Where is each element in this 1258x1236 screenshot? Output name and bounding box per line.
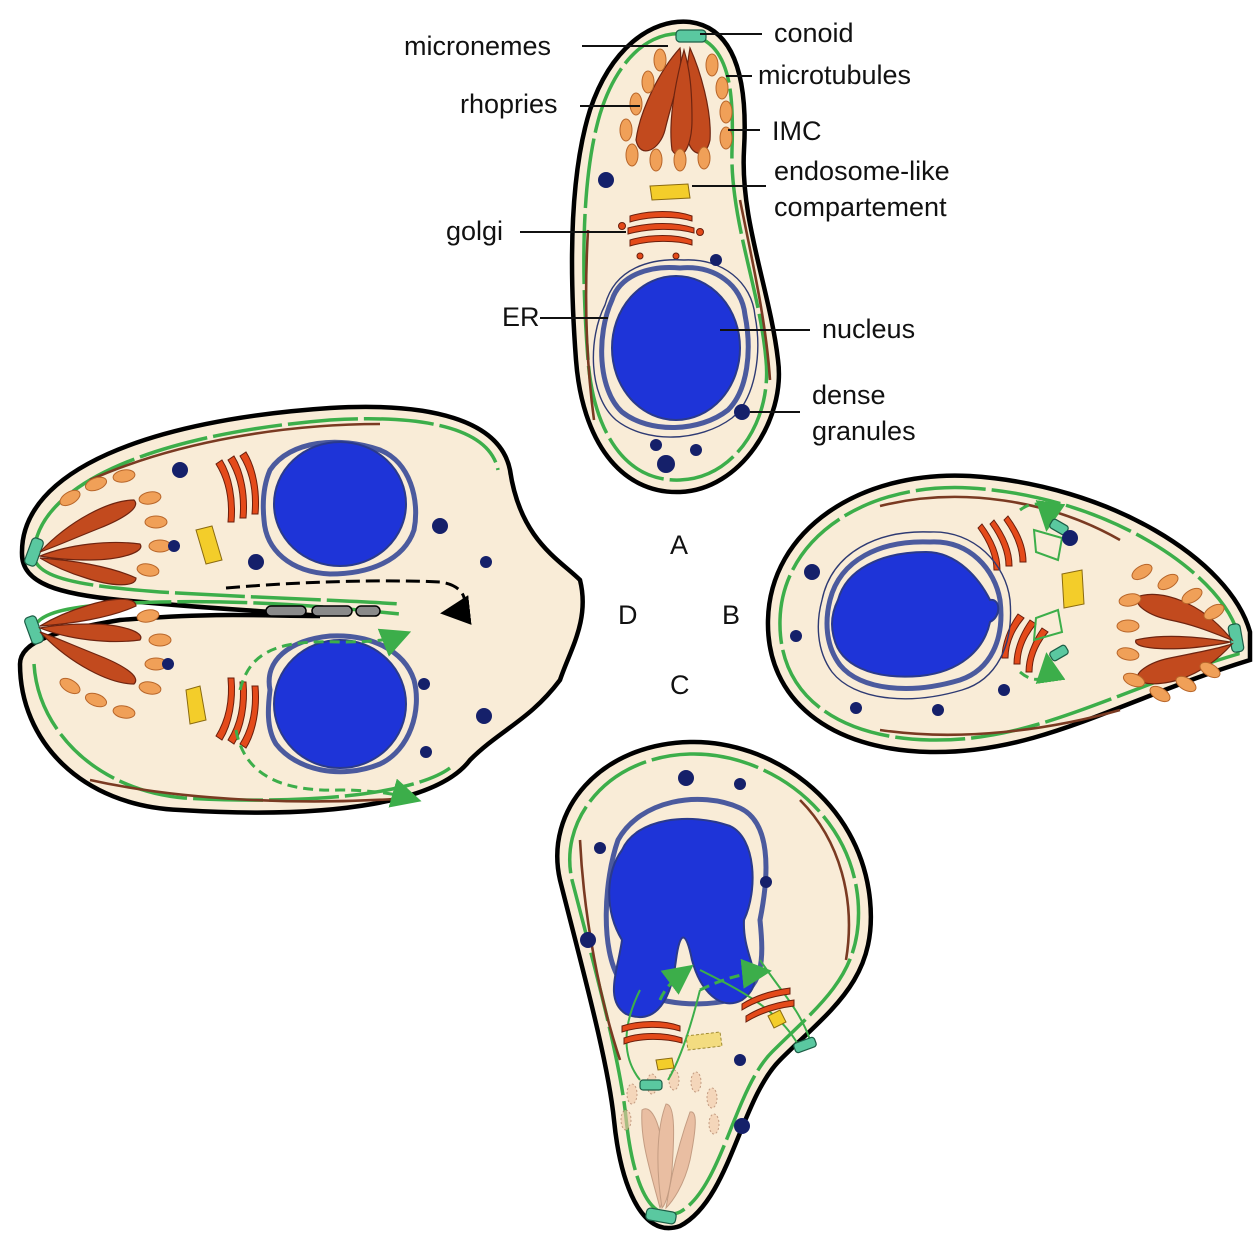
label-endosome-line1: endosome-like (774, 156, 950, 186)
endosome-like-compartment (1062, 570, 1084, 608)
label-dense-line1: dense (812, 380, 886, 410)
nucleus (274, 442, 406, 566)
stage-label-c: C (670, 670, 690, 700)
stage-label-d: D (618, 600, 638, 630)
endosome-like-compartment (650, 184, 690, 200)
label-imc: IMC (772, 116, 822, 146)
cell-a (572, 22, 779, 492)
nucleus (612, 276, 740, 420)
label-micronemes: micronemes (404, 31, 551, 61)
label-golgi: golgi (446, 216, 503, 246)
cell-d (20, 407, 583, 813)
label-nucleus: nucleus (822, 314, 915, 344)
label-endosome-line2: compartement (774, 192, 947, 222)
label-dense-line2: granules (812, 416, 916, 446)
stage-label-a: A (670, 530, 688, 560)
label-rhopries: rhopries (460, 89, 558, 119)
label-conoid: conoid (774, 18, 854, 48)
nucleus (274, 640, 406, 768)
cell-c (557, 742, 871, 1228)
label-microtubules: microtubules (758, 60, 911, 90)
label-er: ER (502, 302, 540, 332)
stage-label-b: B (722, 600, 740, 630)
conoid-icon (676, 30, 706, 42)
cell-b (768, 476, 1250, 752)
